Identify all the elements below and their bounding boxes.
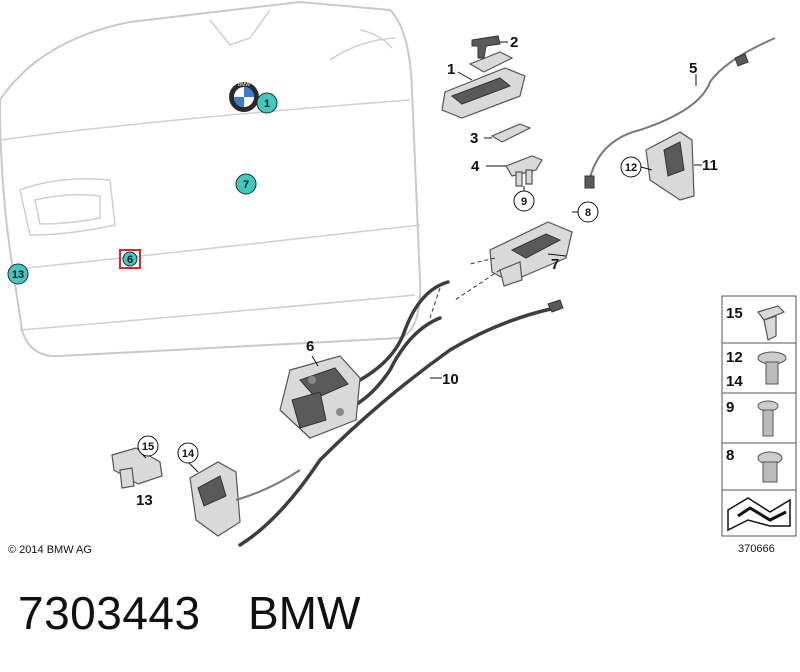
svg-text:9: 9: [726, 399, 734, 416]
legend-row-8[interactable]: 8: [726, 447, 783, 483]
part-3-bracket[interactable]: [490, 123, 532, 143]
callout-9[interactable]: 9: [513, 190, 535, 212]
svg-text:14: 14: [726, 373, 743, 390]
label-10: 10: [442, 371, 459, 388]
part-13-bracket[interactable]: [111, 447, 163, 489]
label-1: 1: [447, 61, 455, 78]
svg-text:12: 12: [625, 162, 637, 174]
legend-row-15[interactable]: 15: [726, 305, 786, 341]
part-4-holder[interactable]: [505, 155, 543, 187]
callout-15[interactable]: 15: [137, 435, 159, 457]
legend-arrow-icon: [727, 497, 791, 532]
part-11-bracket[interactable]: [645, 131, 695, 201]
part-6-lock-unit[interactable]: [279, 355, 361, 439]
svg-text:9: 9: [521, 196, 527, 208]
legend-row-12-14[interactable]: 12 14: [726, 349, 787, 390]
part-2-switch[interactable]: [471, 35, 501, 59]
label-11: 11: [702, 157, 718, 174]
copyright-text: © 2014 BMW AG: [8, 544, 92, 556]
callout-1[interactable]: 1: [256, 92, 278, 114]
label-4: 4: [471, 158, 480, 175]
label-2: 2: [510, 34, 518, 51]
label-5: 5: [689, 60, 697, 77]
svg-text:8: 8: [585, 207, 591, 219]
part-14-lower-latch[interactable]: [189, 461, 241, 537]
svg-text:15: 15: [726, 305, 743, 322]
part-1-tailgate-handle[interactable]: [441, 51, 526, 119]
svg-text:8: 8: [726, 447, 734, 464]
svg-text:12: 12: [726, 349, 743, 366]
svg-text:6: 6: [127, 254, 133, 266]
bmw-logo-emblem: BMW: [229, 82, 259, 112]
label-13: 13: [136, 492, 153, 509]
svg-text:15: 15: [142, 441, 154, 453]
legend-row-9[interactable]: 9: [726, 399, 779, 437]
brand-name: BMW: [248, 587, 361, 639]
callout-8[interactable]: 8: [577, 201, 599, 223]
svg-text:13: 13: [12, 269, 24, 281]
parts-diagram: BMW 1 7 6 13 2 1 3 4: [0, 0, 797, 556]
callout-12[interactable]: 12: [620, 156, 642, 178]
part-5-bowden-cable[interactable]: [584, 37, 776, 189]
callout-14[interactable]: 14: [177, 442, 199, 464]
fastener-legend: 15 12 14 9 8: [721, 295, 797, 537]
label-7: 7: [551, 256, 559, 273]
callout-6-highlighted[interactable]: 6: [119, 249, 141, 269]
svg-text:7: 7: [243, 179, 249, 191]
part-7-tailgate-lock[interactable]: [489, 221, 573, 287]
svg-text:14: 14: [182, 448, 195, 460]
label-3: 3: [470, 130, 478, 147]
callout-13[interactable]: 13: [7, 263, 29, 285]
svg-text:1: 1: [264, 98, 270, 110]
label-6: 6: [306, 338, 314, 355]
svg-text:BMW: BMW: [238, 82, 251, 88]
callout-7[interactable]: 7: [235, 173, 257, 195]
figure-id: 370666: [738, 543, 775, 555]
tailgate-outline: [0, 0, 422, 358]
footer: 7303443 BMW: [0, 578, 800, 668]
part-10-cable[interactable]: [238, 299, 564, 547]
part-number: 7303443: [18, 587, 201, 639]
